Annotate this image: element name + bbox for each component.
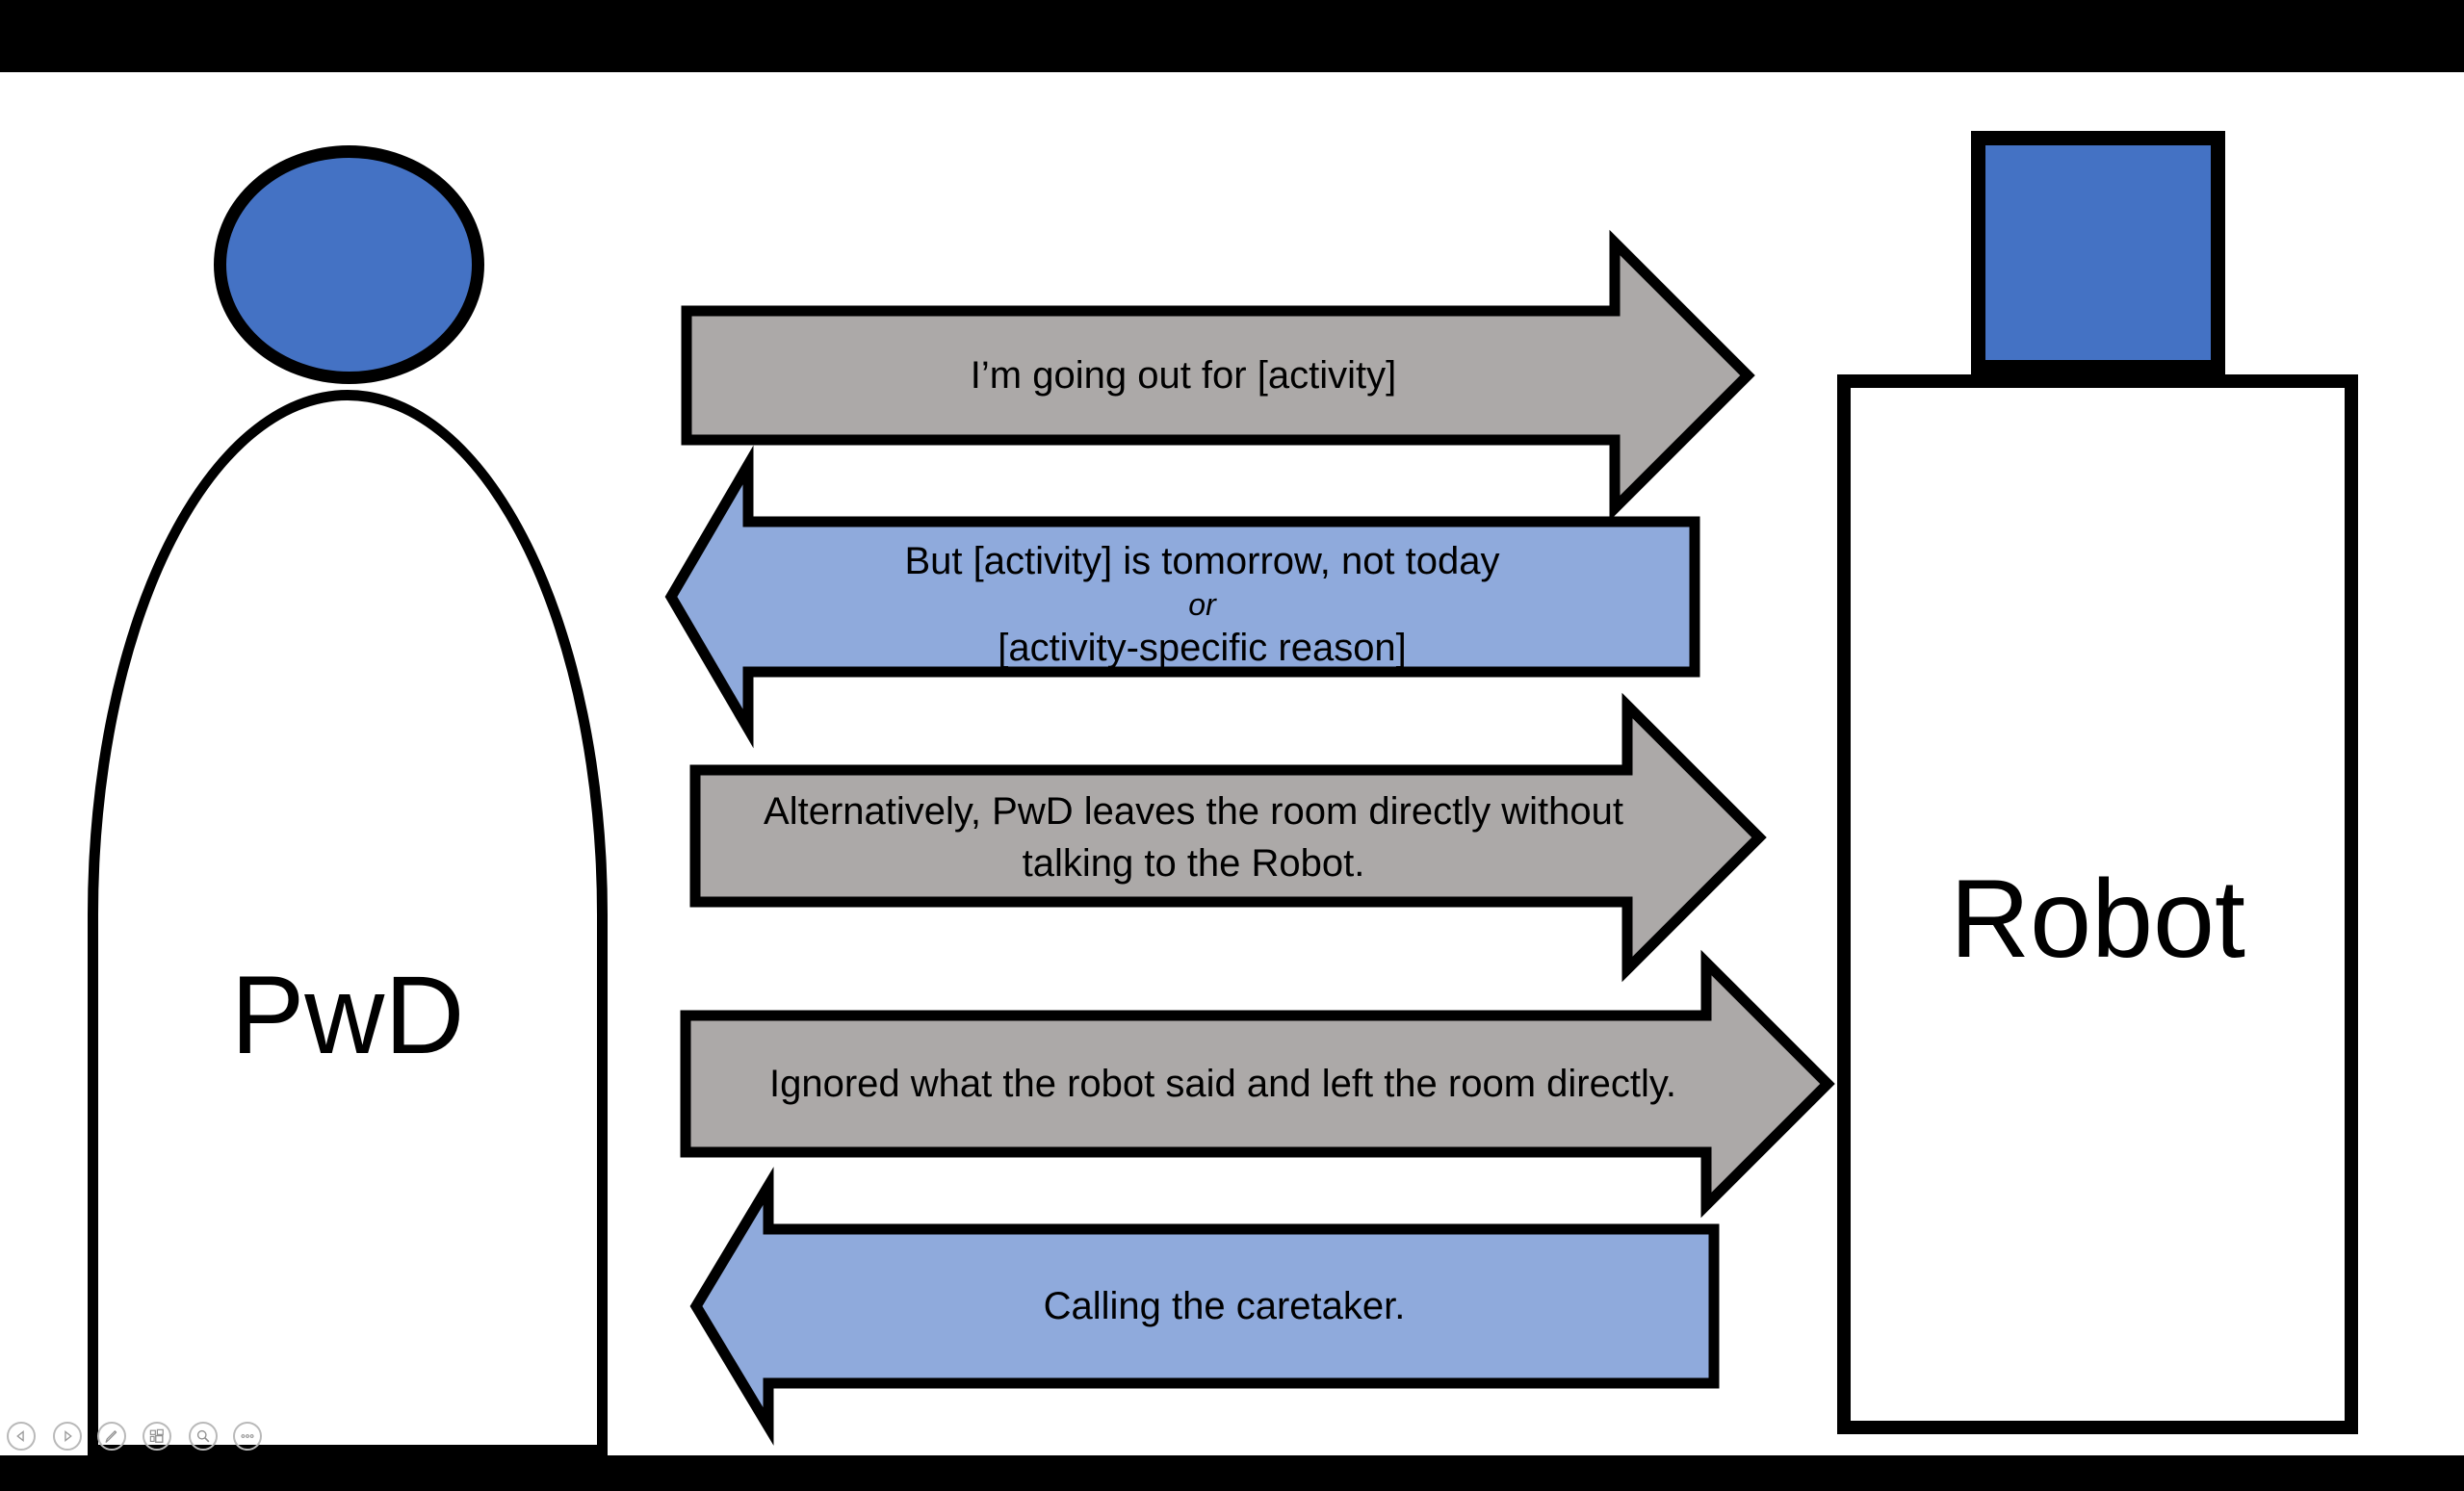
message-line: talking to the Robot. [1022,842,1365,885]
block-arrow-path [681,229,1755,522]
message-line: Calling the caretaker. [1043,1285,1406,1327]
robot-body-shape [1837,374,2358,1434]
next-slide-button[interactable] [53,1422,82,1451]
pen-tools-button[interactable] [97,1422,126,1451]
slide-canvas: PwD Robot I’m going out for [activity] B… [0,72,2464,1455]
message-line: [activity-specific reason] [998,627,1407,669]
right-arrow-shape-1 [681,229,1755,522]
message-5-text: Calling the caretaker. [696,1186,1714,1427]
right-arrow-shape-4 [680,949,1835,1219]
person-body-shape [88,390,608,1455]
right-arrow-shape-3 [689,692,1767,983]
more-options-button[interactable] [233,1422,262,1451]
message-line: But [activity] is tomorrow, not today [904,540,1500,582]
letterbox-bottom [0,1455,2464,1491]
zoom-slide-button[interactable] [189,1422,218,1451]
letterbox-top [0,0,2464,72]
ellipsis-icon [241,1434,254,1438]
block-arrow-path [689,692,1767,983]
previous-arrow-icon [16,1430,24,1442]
robot-head-icon [1971,131,2225,374]
pen-icon [105,1430,117,1443]
message-line: or [1188,587,1216,622]
robot-actor-label: Robot [1950,858,2245,981]
magnifier-icon [196,1429,210,1443]
pwd-actor-label: PwD [230,954,465,1077]
message-4-text: Ignored what the robot said and left the… [686,963,1760,1205]
see-all-slides-button[interactable] [143,1422,171,1451]
message-line: I’m going out for [activity] [970,354,1397,397]
block-arrow-path [680,949,1835,1219]
message-line: Alternatively, PwD leaves the room direc… [764,790,1623,833]
left-arrow-shape-5 [689,1167,1720,1446]
previous-slide-button[interactable] [7,1422,36,1451]
message-1-text: I’m going out for [activity] [687,243,1680,508]
person-head-icon [214,145,484,384]
message-3-text: Alternatively, PwD leaves the room direc… [695,706,1692,969]
slides-grid-icon [149,1428,164,1443]
block-arrow-path [664,445,1700,749]
block-arrow-path [689,1167,1720,1446]
message-line: Ignored what the robot said and left the… [768,1063,1676,1105]
left-arrow-shape-2 [664,445,1700,749]
message-2-text: But [activity] is tomorrow, not today or… [671,465,1695,729]
next-arrow-icon [65,1430,72,1442]
